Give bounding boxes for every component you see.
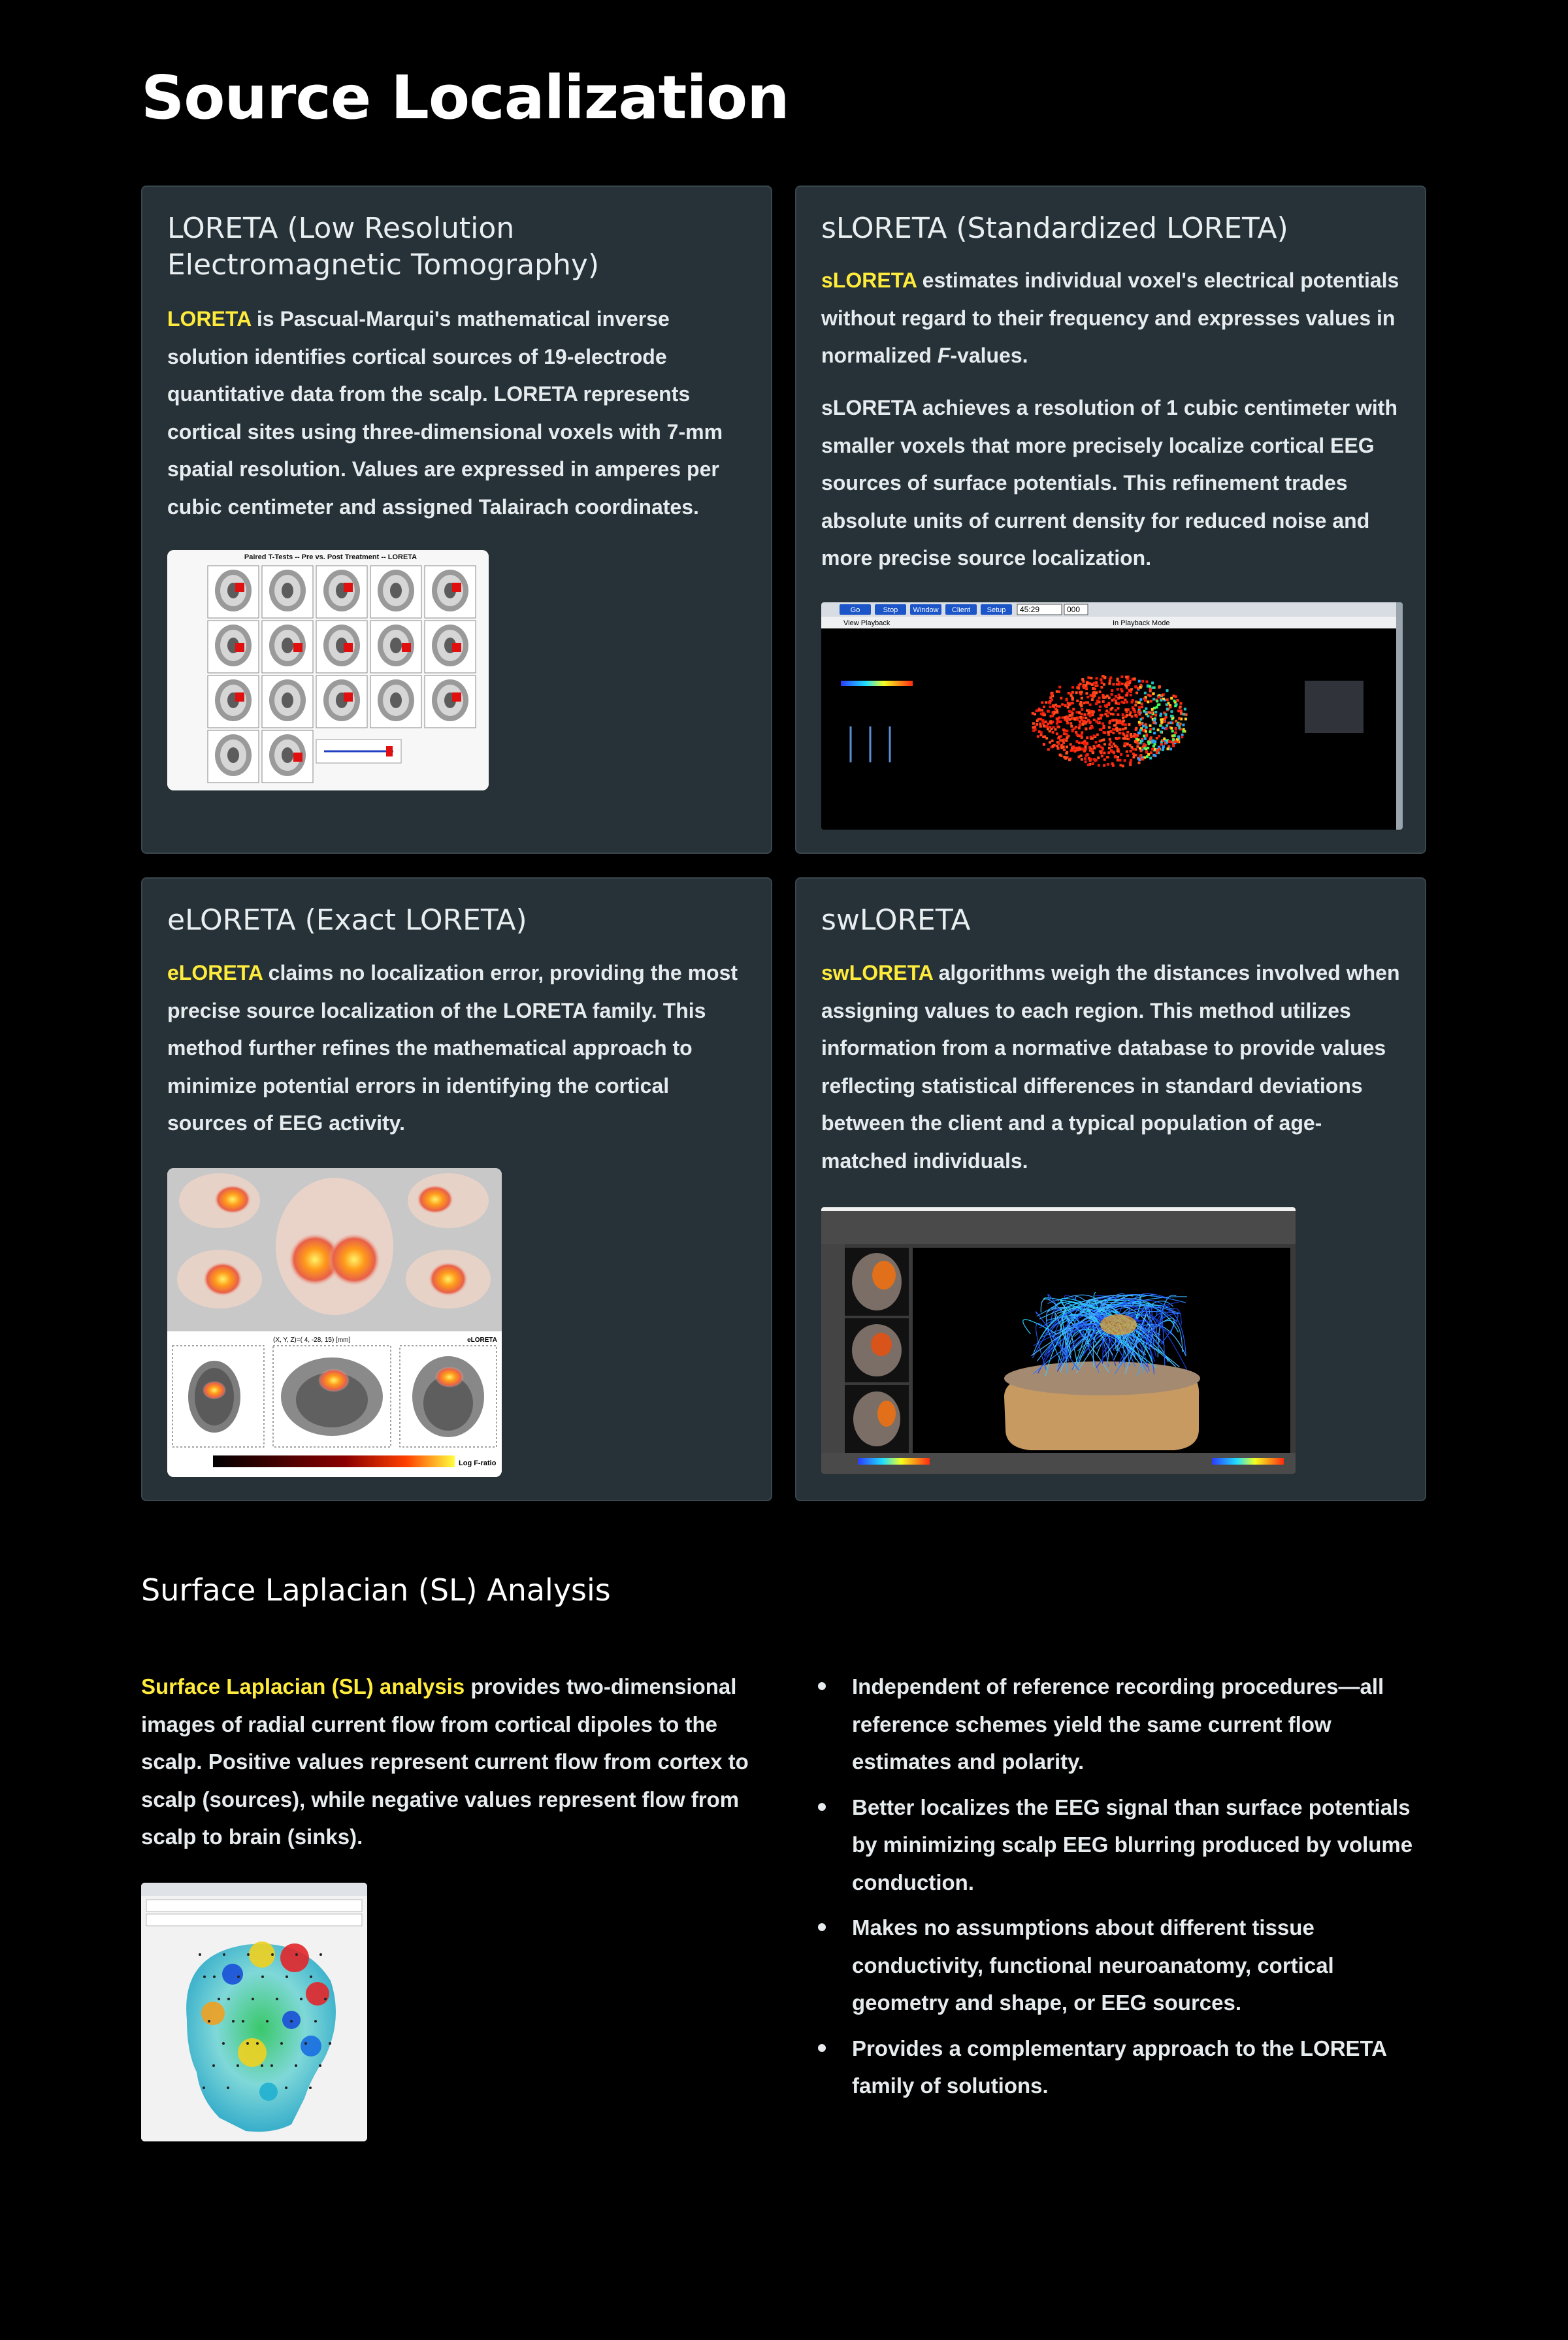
eloreta-coords: (X, Y, Z)=( 4, -28, 15) [mm] [273,1337,350,1344]
loreta-term: LORETA [167,307,251,331]
laplacian-title: Surface Laplacian (SL) Analysis [141,1572,611,1608]
loreta-text: is Pascual-Marqui's mathematical inverse… [167,307,723,519]
eloreta-description: eLORETA claims no localization error, pr… [167,961,738,1135]
laplacian-term: Surface Laplacian (SL) analysis [141,1674,465,1698]
sloreta-card: sLORETA (Standardized LORETA) sLORETA es… [795,186,1426,854]
sloreta-title: sLORETA (Standardized LORETA) [821,212,1288,245]
laplacian-description: Surface Laplacian (SL) analysis provides… [141,1674,749,1849]
playback-mode-label: In Playback Mode [1113,619,1169,627]
swloreta-term: swLORETA [821,961,933,984]
loreta-brain-slices-figure: Paired T-Tests -- Pre vs. Post Treatment… [167,550,489,790]
sloreta-voxel-cloud [1031,675,1188,768]
page-title: Source Localization [141,63,790,133]
swloreta-tractography-screenshot [821,1207,1296,1474]
loreta-card: LORETA (Low Resolution Electromagnetic T… [141,186,772,854]
sloreta-image: Go Stop Window Client Setup 45:29 000 View P… [821,602,1403,830]
eloreta-term: eLORETA [167,961,263,984]
laplacian-image [141,1883,367,2141]
loreta-image: Paired T-Tests -- Pre vs. Post Treatment… [167,550,489,790]
laplacian-bullet-list: Independent of reference recording proce… [817,1668,1431,2113]
eloreta-scale-label: Log F-ratio [459,1459,497,1467]
swloreta-title: swLORETA [821,903,971,937]
sloreta-term: sLORETA [821,268,917,292]
eloreta-card: eLORETA (Exact LORETA) eLORETA claims no… [141,877,772,1501]
eloreta-image: (X, Y, Z)=( 4, -28, 15) [mm] eLORETA Log… [167,1168,502,1477]
playback-go-button[interactable] [840,604,871,615]
playback-window-button[interactable] [910,604,941,615]
list-item: Better localizes the EEG signal than sur… [817,1789,1431,1902]
playback-frame: 000 [1067,605,1080,614]
loreta-image-title: Paired T-Tests -- Pre vs. Post Treatment… [244,553,417,561]
playback-button-label: Go [851,606,860,614]
playback-time: 45:29 [1020,605,1039,614]
sloreta-description-1: sLORETA estimates individual voxel's ele… [821,268,1399,368]
sloreta-description-2: sLORETA achieves a resolution of 1 cubic… [821,396,1397,570]
sloreta-controls [841,681,1364,762]
playback-button-label: Setup [987,606,1006,614]
playback-client-button[interactable] [945,604,977,615]
swloreta-card: swLORETA swLORETA algorithms weigh the d… [795,877,1426,1501]
playback-button-label: Stop [883,606,898,614]
playback-stop-button[interactable] [875,604,906,615]
loreta-description: LORETA is Pascual-Marqui's mathematical … [167,301,752,527]
eloreta-brain-figure: (X, Y, Z)=( 4, -28, 15) [mm] eLORETA Log… [167,1168,502,1477]
eloreta-brand: eLORETA [467,1337,497,1344]
swloreta-image [821,1207,1296,1474]
loreta-title: LORETA (Low Resolution Electromagnetic T… [167,212,600,282]
eloreta-title: eLORETA (Exact LORETA) [167,903,527,937]
list-item: Independent of reference recording proce… [817,1668,1431,1781]
playback-button-label: Client [952,606,970,614]
playback-setup-button[interactable] [981,604,1012,615]
list-item: Provides a complementary approach to the… [817,2030,1431,2105]
view-playback-label: View Playback [843,619,890,627]
laplacian-head-map [141,1883,367,2141]
playback-button-label: Window [913,606,938,614]
list-item: Makes no assumptions about different tis… [817,1909,1431,2022]
fiber-tracts [1022,1292,1188,1376]
sloreta-playback-screenshot: Go Stop Window Client Setup 45:29 000 View P… [821,602,1403,830]
swloreta-description: swLORETA algorithms weigh the distances … [821,961,1400,1173]
